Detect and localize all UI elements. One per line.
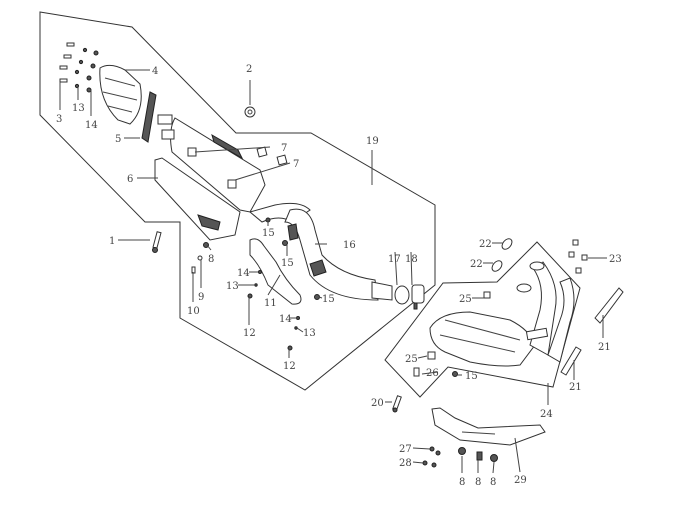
callout-label: 24 <box>540 409 553 420</box>
header-group-boundary <box>384 241 581 398</box>
washer-part[interactable] <box>197 255 203 261</box>
callout-label: 22 <box>479 239 492 250</box>
heat-shield-part[interactable] <box>154 157 241 241</box>
callout-label: 26 <box>426 368 439 379</box>
callout-label: 27 <box>399 444 412 455</box>
bolt-part[interactable] <box>314 294 320 300</box>
nut-part[interactable] <box>490 454 498 462</box>
rubber-pad-part[interactable] <box>227 179 237 189</box>
callout-label: 16 <box>343 240 356 251</box>
header-pipe-assembly-part[interactable] <box>429 261 575 367</box>
callout-label: 21 <box>569 382 582 393</box>
callout-label: 9 <box>198 292 204 303</box>
callout-label: 13 <box>72 103 85 114</box>
callout-label: 14 <box>85 120 98 131</box>
callout-label: 3 <box>56 114 62 125</box>
nut-part[interactable] <box>427 351 436 360</box>
callout-label: 28 <box>399 458 412 469</box>
bolt-part[interactable] <box>452 371 458 377</box>
pipe-gasket-part[interactable] <box>394 285 410 305</box>
pipe-clamp-part[interactable] <box>411 284 425 310</box>
rubber-pad-part[interactable] <box>256 146 268 158</box>
callout-label: 8 <box>490 477 496 488</box>
callout-label: 5 <box>115 134 121 145</box>
bolt-part[interactable] <box>152 231 162 253</box>
callout-label: 15 <box>281 258 294 269</box>
callout-label: 15 <box>262 228 275 239</box>
callout-label: 1 <box>109 236 115 247</box>
callout-label: 17 <box>388 254 401 265</box>
callout-label: 23 <box>609 254 622 265</box>
heat-guard-part[interactable] <box>431 407 546 446</box>
muffler-bracket-part[interactable] <box>249 238 302 305</box>
rubber-pad-part[interactable] <box>276 154 288 166</box>
header-gasket-part[interactable] <box>500 237 514 251</box>
muffler-group-boundary <box>39 11 436 391</box>
rubber-pad-part[interactable] <box>187 147 197 157</box>
callout-label: 25 <box>459 294 472 305</box>
callout-label: 29 <box>514 475 527 486</box>
callout-label: 8 <box>459 477 465 488</box>
callout-label: 25 <box>405 354 418 365</box>
end-cap-bolts[interactable] <box>59 42 99 93</box>
callout-label: 6 <box>127 174 133 185</box>
callout-label: 19 <box>366 136 379 147</box>
link-pipe-part[interactable] <box>284 208 393 301</box>
callout-label: 11 <box>264 298 277 309</box>
oxygen-sensor-part[interactable] <box>594 287 624 324</box>
callout-label: 22 <box>470 259 483 270</box>
callout-label: 7 <box>281 143 287 154</box>
callout-label: 4 <box>152 66 158 77</box>
callout-label: 8 <box>475 477 481 488</box>
nut-part[interactable] <box>476 451 483 461</box>
callout-label: 10 <box>187 306 200 317</box>
callout-label: 12 <box>243 328 256 339</box>
callout-label: 14 <box>279 314 292 325</box>
callout-label: 15 <box>322 294 335 305</box>
bolt-part[interactable] <box>392 395 402 413</box>
callout-label: 20 <box>371 398 384 409</box>
callout-label: 21 <box>598 342 611 353</box>
callout-label: 13 <box>226 281 239 292</box>
nut-part[interactable] <box>458 447 466 455</box>
callout-label: 7 <box>293 159 299 170</box>
callout-label: 15 <box>465 371 478 382</box>
nut-part[interactable] <box>244 106 256 118</box>
header-gasket-part[interactable] <box>490 259 504 273</box>
leader-lines <box>59 69 607 474</box>
header-nuts-part[interactable] <box>568 239 588 274</box>
nut-part[interactable] <box>203 242 209 248</box>
callout-labels: 2 4 3 13 14 5 7 7 6 19 1 15 16 15 8 14 1… <box>56 64 622 488</box>
gasket-part[interactable] <box>141 91 157 143</box>
end-cap-part[interactable] <box>99 64 142 125</box>
callout-label: 8 <box>208 254 214 265</box>
callout-label: 2 <box>246 64 252 75</box>
callout-label: 13 <box>303 328 316 339</box>
callout-label: 12 <box>283 361 296 372</box>
oxygen-sensor-part[interactable] <box>560 346 582 376</box>
nut-part[interactable] <box>483 291 491 299</box>
callout-label: 18 <box>405 254 418 265</box>
bolt-part[interactable] <box>282 240 288 246</box>
callout-label: 14 <box>237 268 250 279</box>
bolt-part[interactable] <box>413 367 420 377</box>
